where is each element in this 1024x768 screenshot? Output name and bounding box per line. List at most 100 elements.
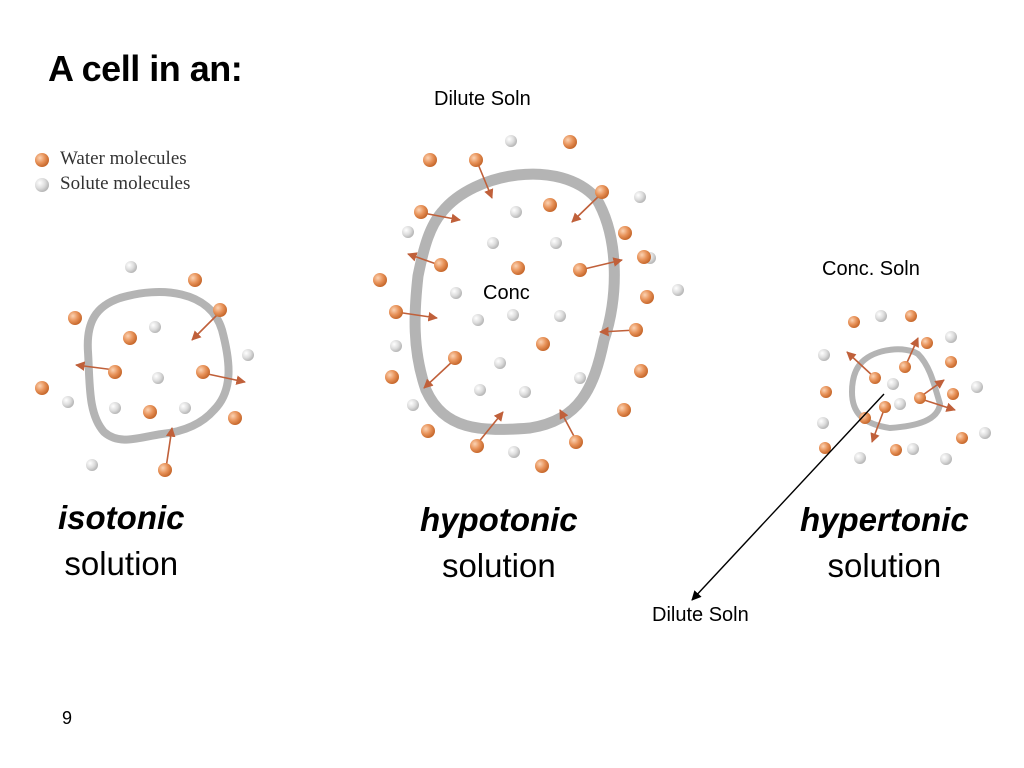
water-molecule: [196, 365, 210, 379]
solute-molecule: [494, 357, 506, 369]
solute-molecule: [875, 310, 887, 322]
water-molecule: [123, 331, 137, 345]
solute-molecule: [672, 284, 684, 296]
solute-molecule: [86, 459, 98, 471]
solute-molecule: [818, 349, 830, 361]
solute-molecule: [179, 402, 191, 414]
water-molecule: [421, 424, 435, 438]
solute-molecule: [554, 310, 566, 322]
water-molecule: [143, 405, 157, 419]
slide-title: A cell in an:: [48, 48, 243, 89]
solute-molecule: [390, 340, 402, 352]
solute-molecule: [945, 331, 957, 343]
water-molecule: [385, 370, 399, 384]
legend-water-label: Water molecules: [60, 148, 187, 169]
water-molecule: [819, 442, 831, 454]
solute-molecule: [971, 381, 983, 393]
legend-water-dot: [35, 153, 49, 167]
legend-solute-dot: [35, 178, 49, 192]
water-molecule: [634, 364, 648, 378]
slide-number: 9: [62, 708, 73, 728]
water-molecule: [629, 323, 643, 337]
water-flow-arrow: [846, 351, 875, 378]
isotonic-caption-kind: isotonic: [58, 499, 185, 536]
water-molecule: [373, 273, 387, 287]
water-molecule: [68, 311, 82, 325]
water-molecule: [640, 290, 654, 304]
water-molecule: [563, 135, 577, 149]
water-molecule: [956, 432, 968, 444]
hypertonic-inside-label: Dilute Soln: [652, 604, 749, 626]
water-molecule: [108, 365, 122, 379]
water-molecule: [859, 412, 871, 424]
water-molecule: [820, 386, 832, 398]
solute-molecule: [62, 396, 74, 408]
water-flow-arrow: [920, 398, 956, 412]
solute-molecule: [887, 378, 899, 390]
water-molecule: [848, 316, 860, 328]
hypertonic-caption: hypertonic solution: [800, 497, 969, 589]
water-molecule: [945, 356, 957, 368]
solute-molecule: [574, 372, 586, 384]
solute-molecule: [109, 402, 121, 414]
water-molecule: [618, 226, 632, 240]
water-molecule: [213, 303, 227, 317]
solute-molecule: [940, 453, 952, 465]
solute-molecule: [907, 443, 919, 455]
legend-solute-label: Solute molecules: [60, 173, 191, 194]
hypertonic-pointer-line: [691, 393, 885, 601]
hypertonic-caption-word: solution: [827, 547, 942, 584]
water-molecule: [511, 261, 525, 275]
solute-molecule: [510, 206, 522, 218]
solute-molecule: [450, 287, 462, 299]
water-molecule: [543, 198, 557, 212]
water-molecule: [158, 463, 172, 477]
water-molecule: [469, 153, 483, 167]
water-flow-arrow: [75, 361, 116, 371]
water-molecule: [921, 337, 933, 349]
water-flow-arrow: [579, 257, 623, 271]
water-flow-arrow: [191, 311, 221, 341]
water-molecule: [905, 310, 917, 322]
isotonic-caption-word: solution: [64, 545, 179, 582]
water-molecule: [573, 263, 587, 277]
hypotonic-caption-kind: hypotonic: [420, 501, 578, 538]
water-molecule: [389, 305, 403, 319]
water-molecule: [569, 435, 583, 449]
water-molecule: [869, 372, 881, 384]
solute-molecule: [487, 237, 499, 249]
water-flow-arrow: [477, 163, 494, 199]
solute-molecule: [979, 427, 991, 439]
isotonic-cell-membrane: [83, 288, 233, 444]
hypotonic-outside-label: Dilute Soln: [434, 88, 531, 110]
water-molecule: [35, 381, 49, 395]
solute-molecule: [854, 452, 866, 464]
solute-molecule: [505, 135, 517, 147]
solute-molecule: [508, 446, 520, 458]
water-flow-arrow: [571, 193, 602, 223]
solute-molecule: [242, 349, 254, 361]
water-flow-arrow: [559, 409, 577, 441]
water-flow-arrow: [423, 359, 455, 389]
solute-molecule: [817, 417, 829, 429]
hypotonic-caption-word: solution: [441, 547, 556, 584]
water-flow-arrow: [202, 372, 246, 385]
hypotonic-cell-membrane: [409, 168, 620, 435]
water-flow-arrow: [422, 212, 461, 224]
water-molecule: [536, 337, 550, 351]
water-molecule: [595, 185, 609, 199]
solute-molecule: [474, 384, 486, 396]
solute-molecule: [402, 226, 414, 238]
hypertonic-caption-kind: hypertonic: [800, 501, 969, 538]
water-molecule: [228, 411, 242, 425]
solute-molecule: [125, 261, 137, 273]
water-molecule: [448, 351, 462, 365]
solute-molecule: [472, 314, 484, 326]
water-molecule: [423, 153, 437, 167]
water-molecule: [899, 361, 911, 373]
solute-molecule: [407, 399, 419, 411]
water-molecule: [414, 205, 428, 219]
water-molecule: [914, 392, 926, 404]
solute-molecule: [152, 372, 164, 384]
